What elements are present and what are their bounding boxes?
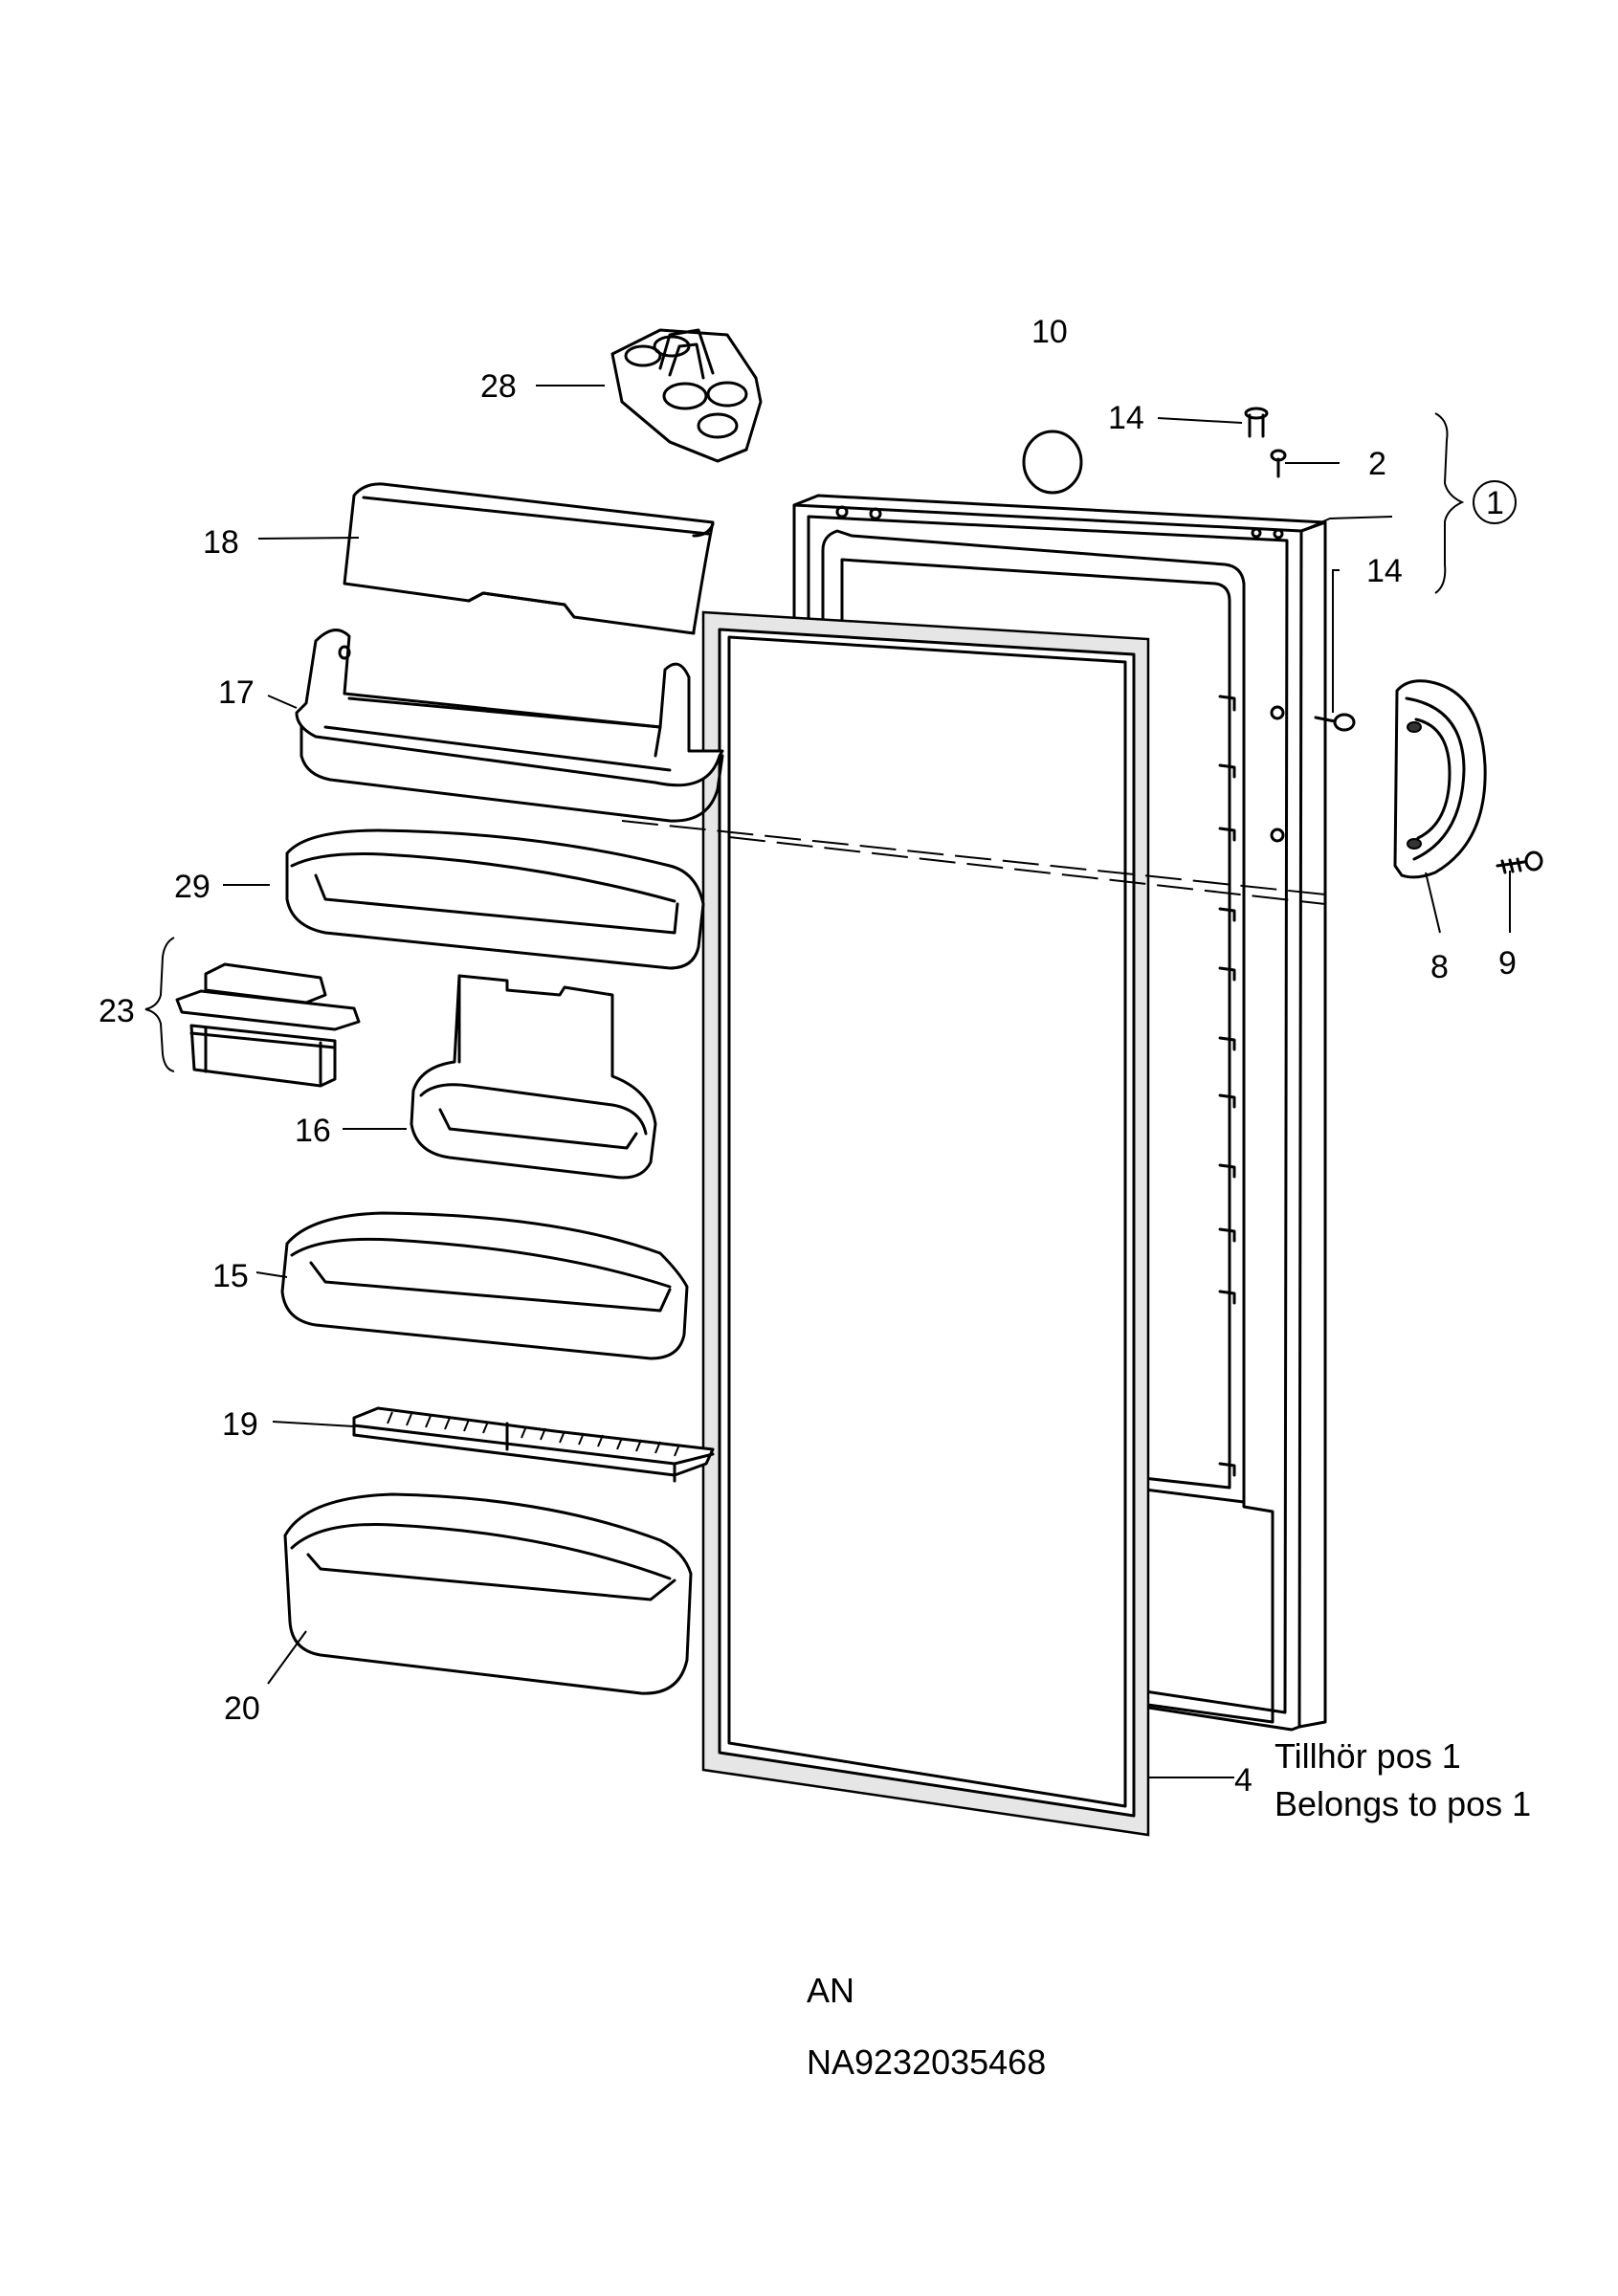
pin-part-top — [1244, 407, 1269, 438]
callout-20: 20 — [224, 1690, 260, 1727]
callout-10: 10 — [1031, 314, 1068, 350]
door-handle-part — [1393, 679, 1487, 879]
callout-14-top: 14 — [1108, 400, 1144, 436]
callout-18: 18 — [203, 524, 239, 561]
bottle-rack-part — [352, 1406, 715, 1483]
leader-lines — [144, 385, 1511, 1778]
door-shelf-15-part — [280, 1211, 689, 1360]
bottle-holder-part — [410, 974, 657, 1180]
callout-8: 8 — [1430, 949, 1449, 985]
butter-dish-part — [175, 962, 361, 1088]
callout-4: 4 — [1234, 1762, 1252, 1799]
bottom-bottle-shelf-part — [283, 1492, 693, 1695]
pin-part-side — [1314, 713, 1356, 732]
part-number-code: NA9232035468 — [807, 2042, 1046, 2082]
door-gasket-part — [701, 610, 1150, 1837]
callout-23: 23 — [99, 993, 135, 1029]
callout-2: 2 — [1368, 446, 1386, 482]
callout-16: 16 — [295, 1113, 331, 1149]
callout-28: 28 — [480, 368, 517, 405]
callout-1: 1 — [1486, 485, 1504, 521]
upper-door-shelf-part — [295, 629, 724, 823]
egg-rack-part — [610, 328, 763, 463]
variant-label: AN — [807, 1971, 854, 2010]
note-line-english: Belongs to pos 1 — [1274, 1784, 1531, 1823]
callout-1-circle — [1473, 480, 1517, 524]
round-cap-part — [1022, 430, 1083, 495]
callout-17: 17 — [218, 674, 255, 711]
callout-9: 9 — [1498, 945, 1517, 982]
callout-29: 29 — [174, 869, 211, 905]
callout-19: 19 — [222, 1406, 258, 1443]
callout-14-side: 14 — [1366, 553, 1403, 589]
handle-screw-part — [1496, 850, 1543, 874]
callout-15: 15 — [212, 1258, 249, 1294]
screw-part — [1270, 449, 1287, 478]
shelf-cover-part — [343, 482, 715, 635]
note-line-swedish: Tillhör pos 1 — [1274, 1736, 1461, 1776]
alignment-dashed-line — [621, 820, 1326, 905]
door-shelf-29-part — [285, 828, 705, 970]
